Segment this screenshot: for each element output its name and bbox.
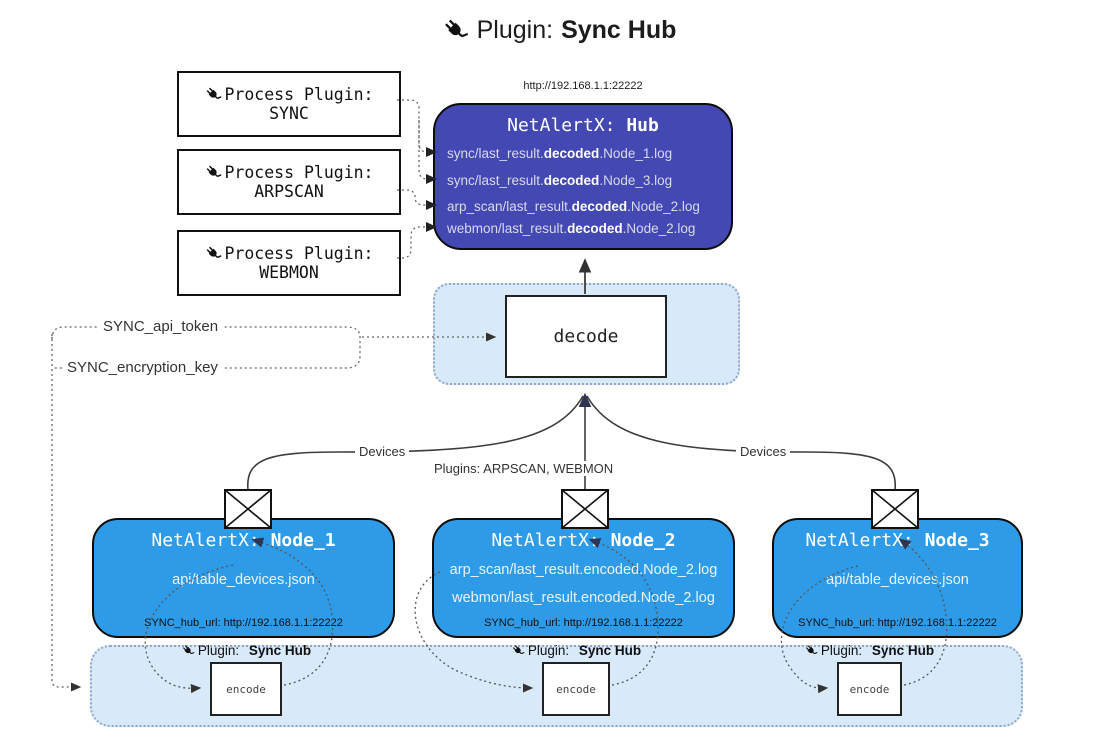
encode-plugin-label-node1: Plugin: Sync Hub (181, 643, 311, 658)
plug-icon (511, 644, 525, 658)
process-plugin-name: WEBMON (259, 263, 319, 282)
decode-box: decode (505, 295, 667, 378)
hub-url-label: http://192.168.1.1:22222 (523, 80, 643, 92)
edge-label-devices-right: Devices (736, 444, 791, 459)
hub-title-prefix: NetAlertX: (507, 115, 627, 136)
process-plugin-box-arpscan: Process Plugin: ARPSCAN (177, 149, 401, 215)
encode-box-node2: encode (542, 662, 610, 716)
sync-api-token-label: SYNC_api_token (98, 318, 224, 335)
hub-log-entry: webmon/last_result.decoded.Node_2.log (447, 221, 696, 236)
process-plugin-label: Process Plugin: (224, 244, 374, 263)
node-box-node1: NetAlertX: Node_1 api/table_devices.json… (92, 518, 395, 638)
edge-label-devices-left: Devices (355, 444, 410, 459)
process-plugin-box-sync: Process Plugin: SYNC (177, 71, 401, 137)
page-title-name: Sync Hub (561, 16, 677, 44)
encode-plugin-label-node3: Plugin: Sync Hub (804, 643, 934, 658)
plug-icon (204, 86, 222, 104)
hub-title: NetAlertX: Hub (435, 115, 731, 136)
process-plugin-label: Process Plugin: (224, 85, 374, 104)
process-plugin-label: Process Plugin: (224, 163, 374, 182)
process-plugin-box-webmon: Process Plugin: WEBMON (177, 230, 401, 296)
node-hub-url: SYNC_hub_url: http://192.168.1.1:22222 (484, 617, 683, 629)
node-box-node3: NetAlertX: Node_3 api/table_devices.json… (772, 518, 1023, 638)
plug-icon (204, 164, 222, 182)
node-file-entry: arp_scan/last_result.encoded.Node_2.log (449, 562, 718, 578)
node-file-entry: api/table_devices.json (172, 572, 315, 588)
hub-log-entry: arp_scan/last_result.decoded.Node_2.log (447, 199, 700, 214)
hub-log-entry: sync/last_result.decoded.Node_1.log (447, 146, 673, 161)
encode-box-node3: encode (837, 662, 902, 716)
encode-plugin-label-node2: Plugin: Sync Hub (511, 643, 641, 658)
plug-icon (804, 644, 818, 658)
node-title: NetAlertX: Node_1 (151, 530, 336, 551)
encode-box-node1: encode (210, 662, 282, 716)
node-file-entry: api/table_devices.json (826, 572, 969, 588)
hub-log-entry: sync/last_result.decoded.Node_3.log (447, 173, 673, 188)
node-hub-url: SYNC_hub_url: http://192.168.1.1:22222 (144, 617, 343, 629)
node-title: NetAlertX: Node_2 (491, 530, 676, 551)
node-hub-url: SYNC_hub_url: http://192.168.1.1:22222 (798, 617, 997, 629)
edge-label-plugins-middle: Plugins: ARPSCAN, WEBMON (430, 461, 618, 476)
plug-icon (204, 245, 222, 263)
page-title-prefix: Plugin: (476, 16, 554, 44)
node-title: NetAlertX: Node_3 (805, 530, 990, 551)
hub-title-name: Hub (626, 115, 659, 136)
process-plugin-name: ARPSCAN (254, 182, 324, 201)
process-plugin-name: SYNC (269, 104, 309, 123)
hub-box: NetAlertX: Hub sync/last_result.decoded.… (433, 103, 733, 250)
plug-icon (441, 17, 469, 45)
edge-node3-decode (586, 395, 896, 491)
node-file-entry: webmon/last_result.encoded.Node_2.log (452, 590, 715, 606)
page-title: Plugin: Sync Hub (0, 16, 1117, 45)
plug-icon (181, 644, 195, 658)
node-box-node2: NetAlertX: Node_2 arp_scan/last_result.e… (432, 518, 735, 638)
process-plugin-connectors (397, 99, 428, 259)
sync-encryption-key-label: SYNC_encryption_key (62, 359, 223, 376)
